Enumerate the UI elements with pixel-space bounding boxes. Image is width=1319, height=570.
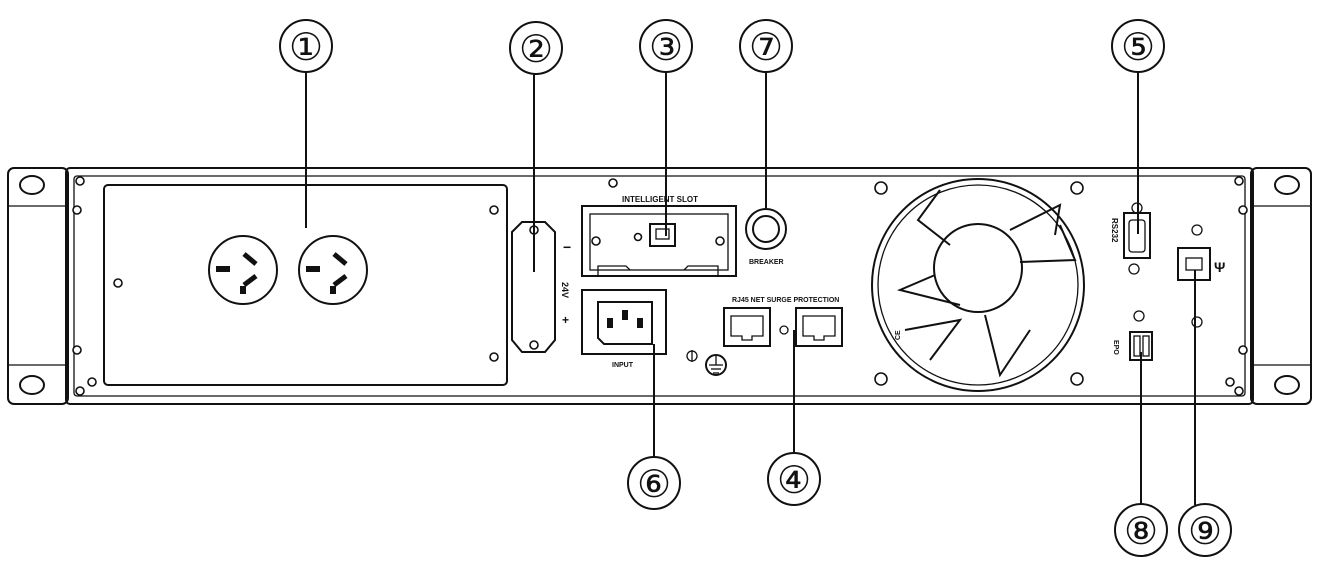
breaker-label: BREAKER	[749, 259, 784, 266]
ac-input: INPUT	[581, 289, 667, 369]
ground-icon	[686, 350, 727, 376]
usb-icon: Ψ	[1214, 259, 1225, 275]
callout-3: ③	[639, 19, 693, 73]
callout-7-number: ⑦	[749, 25, 783, 69]
callout-4-number: ④	[777, 458, 811, 502]
battery-minus-label: −	[563, 239, 571, 255]
callout-5-number: ⑤	[1121, 25, 1155, 69]
iec-inlet-icon	[597, 301, 653, 345]
rs232-label: RS232	[1110, 218, 1119, 243]
input-label: INPUT	[612, 362, 634, 369]
breaker-icon: BREAKER	[745, 208, 787, 266]
leader-lines	[305, 72, 1196, 505]
callout-6-number: ⑥	[637, 462, 671, 506]
svg-text:CE: CE	[895, 330, 902, 340]
rj45-surge-protection: RJ45 NET SURGE PROTECTION	[723, 297, 843, 347]
right-rack-ear	[1250, 167, 1312, 405]
callout-1-number: ①	[289, 25, 323, 69]
callout-7: ⑦	[739, 19, 793, 73]
callout-6: ⑥	[627, 456, 681, 510]
battery-voltage-label: 24V	[560, 282, 570, 298]
surge-label: RJ45 NET SURGE PROTECTION	[732, 297, 839, 304]
chassis	[65, 167, 1254, 405]
battery-plus-label: +	[562, 313, 569, 327]
slot-usb-port-icon	[649, 223, 676, 247]
fan-icon: CE	[871, 178, 1085, 392]
callout-9: ⑨	[1178, 503, 1232, 557]
callout-9-number: ⑨	[1188, 509, 1222, 553]
corner-screw	[1234, 386, 1244, 396]
callout-8: ⑧	[1114, 503, 1168, 557]
usb-port: Ψ	[1177, 224, 1225, 328]
callout-1: ①	[279, 19, 333, 73]
outlet-icon	[208, 235, 278, 305]
left-rack-ear	[7, 167, 69, 405]
intelligent-slot-label: INTELLIGENT SLOT	[622, 195, 698, 204]
intelligent-slot: INTELLIGENT SLOT	[581, 178, 737, 277]
callout-8-number: ⑧	[1124, 509, 1158, 553]
callout-2: ②	[509, 21, 563, 75]
callout-3-number: ③	[649, 25, 683, 69]
epo-label: EPO	[1112, 340, 1119, 355]
callout-2-number: ②	[519, 27, 553, 71]
epo-port: EPO	[1112, 310, 1153, 361]
callout-4: ④	[767, 452, 821, 506]
rj45-port-icon	[723, 307, 771, 347]
outlet-icon	[298, 235, 368, 305]
serial-port-icon: RS232	[1110, 202, 1151, 275]
callout-5: ⑤	[1111, 19, 1165, 73]
corner-screw	[75, 176, 85, 186]
external-battery-connector: − 24V +	[511, 221, 571, 353]
corner-screw	[1234, 176, 1244, 186]
corner-screw	[75, 386, 85, 396]
rj45-port-icon	[795, 307, 843, 347]
